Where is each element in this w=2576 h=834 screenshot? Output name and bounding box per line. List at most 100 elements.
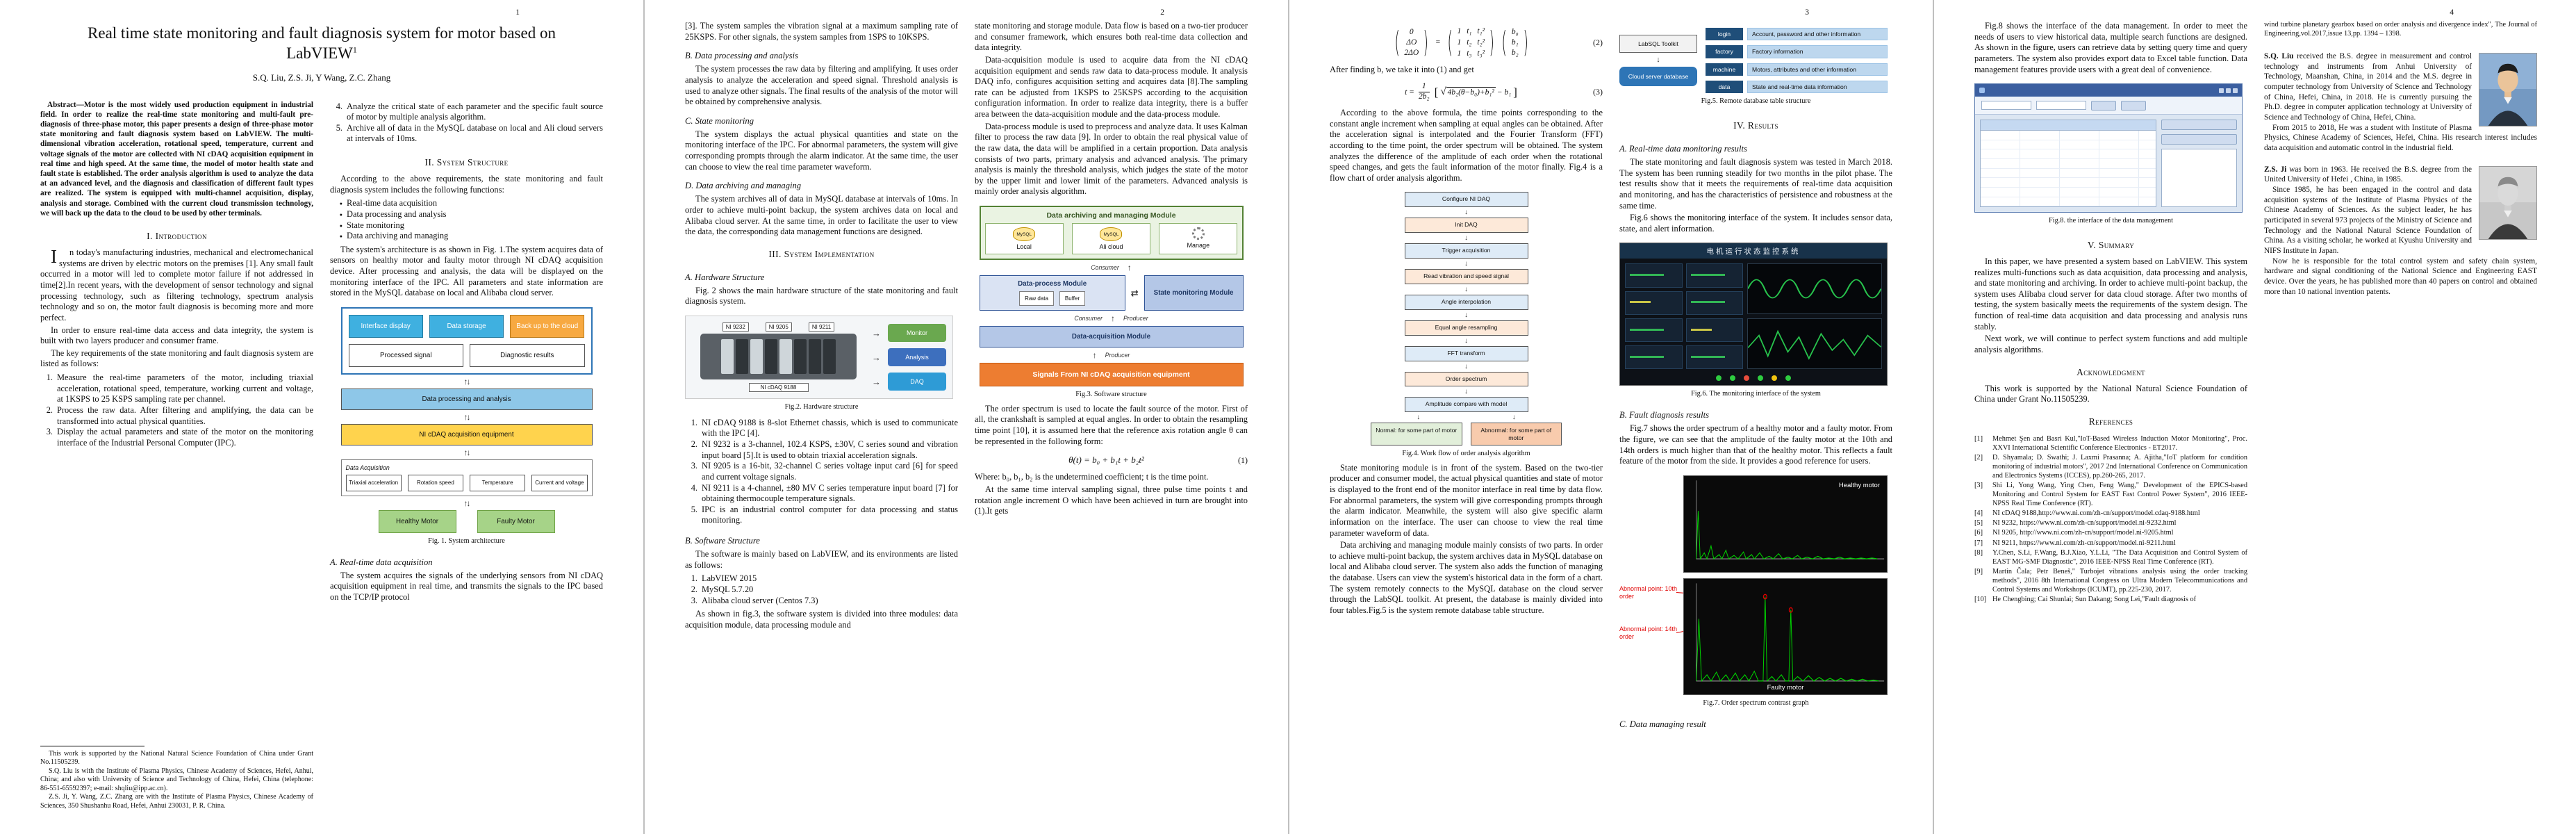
reference-number: [10] [1974,595,1987,603]
paragraph: State monitoring module is in front of t… [1330,462,1603,538]
faulty-spectrum-panel: Faulty motor [1683,578,1888,695]
analysis-box: Analysis [888,348,946,366]
paragraph: The system processes the raw data by fil… [685,64,958,107]
flow-outcomes: Normal: for some part of motor Abnormal:… [1371,423,1562,445]
equation-number: (1) [1238,455,1248,465]
backup-cloud-box: Back up to the cloud [510,314,585,338]
healthy-spectrum-plot [1696,480,1885,560]
side-button [2161,120,2237,131]
references-list: [1]Mehmet Şen and Basri Kul,"IoT-Based W… [1974,434,2247,605]
table-row [1981,188,2156,197]
figure-caption: Fig.6. The monitoring interface of the s… [1691,390,1821,398]
vector-entry: b₂ [1511,48,1519,57]
data-acquisition-module-box: Data-acquisition Module [979,326,1244,348]
paragraph: The state monitoring and fault diagnosis… [1619,157,1892,211]
list-item: 2.NI 9232 is a 3-channel, 102.4 KSPS, ±3… [685,439,958,461]
consumer-label: Consumer [1091,264,1119,271]
list-item: ●State monitoring [330,220,603,231]
radical-sign: √ [1440,85,1446,97]
down-arrow-icon: ↓ [1464,208,1468,217]
module-slot [823,339,836,374]
paragraph: The key requirements of the state monito… [40,348,313,369]
coefficient-vector: b₀ b₁ b₂ [1512,27,1519,58]
module-slot [765,339,777,374]
flow-step: Read vibration and speed signal [1404,269,1528,284]
figure-2-hardware-structure: NI 9232 NI 9205 NI 9211 NI cDAQ 9188 →→→ [685,316,958,412]
down-arrow-icon: ↓ [1464,285,1468,293]
continued-paragraph: [3]. The system samples the vibration si… [685,21,958,42]
tier-labels: Consumer ↑ [980,263,1244,272]
bullet-icon: ● [339,211,342,218]
figure-caption: Fig.8. the interface of the data managem… [2049,217,2173,225]
table-description: Factory information [1747,45,1888,58]
waveform-chart [1747,318,1882,370]
flow-step: Angle interpolation [1404,294,1528,310]
flow-step: Configure NI DAQ [1404,192,1528,208]
parenthesis: ) [1423,24,1429,59]
down-arrow-icon: ↓ [1464,234,1468,243]
module-slot [794,339,807,374]
data-process-module-box: Data-process Module Raw data Buffer [979,275,1125,311]
matrix-entry: t₃ [1467,49,1472,58]
equation-row: t = 1 2b₂ [ √ 4b₂(θ−b₀)+b₁² − b₁ ] (3) [1330,82,1603,102]
footnote-paragraph: S.Q. Liu is with the Institute of Plasma… [40,767,313,792]
sensor-box: Temperature [470,475,526,491]
reference-item: [3]Shi Li, Yong Wang, Ying Chen, Feng Wa… [1974,481,2247,508]
faulty-motor-label: Faulty motor [1767,683,1804,692]
table-name: login [1706,28,1743,41]
status-indicator [1730,375,1735,381]
page-number: 3 [1805,8,1809,17]
side-button [2161,134,2237,145]
down-arrow-icon: ↓ [1464,362,1468,370]
list-item-number: 1. [691,417,697,427]
footnote-paragraph: This work is supported by the National N… [40,749,313,767]
equation: θ(t) = b₀ + b₁t + b₂t²(1) [975,455,1248,466]
figure-caption: Fig.3. Software structure [1075,391,1147,398]
matrix-entry: 1 [1457,49,1462,58]
healthy-motor-box: Healthy Motor [378,509,456,533]
equation-3: t = 1 2b₂ [ √ 4b₂(θ−b₀)+b₁² − b₁ ] (3) [1330,82,1603,102]
page-3: 3 ( 0 ΔO 2ΔO ) = ( 1 t₁ t₁² 1 t₂ t₂² [1289,0,1933,834]
readout-cell [1685,318,1744,343]
flow-step: Amplitude compare with model [1404,397,1528,413]
list-item-text: Display the actual parameters and state … [57,427,313,448]
order-spectrum-figure: Abnormal point: 10th order Abnormal poin… [1619,475,1888,695]
list-item-number: 4. [691,482,697,493]
reference-number: [7] [1974,539,1983,547]
table-description: Account, password and other information [1747,28,1888,41]
title-footnote-marker: 1 [352,44,357,55]
reference-number: [3] [1974,482,1983,490]
side-chart-area [2161,149,2237,208]
equation-lhs: t = [1405,88,1414,97]
reference-item: [6]NI 9205, http://www.ni.com/zh-cn/supp… [1974,528,2247,537]
table-row [1981,178,2156,188]
side-panel [2161,120,2237,208]
fraction: 1 2b₂ [1418,82,1430,102]
column-1: Fig.8 shows the interface of the data ma… [1974,21,2247,810]
time-matrix: 1 t₁ t₁² 1 t₂ t₂² 1 t₃ t₃² [1457,26,1485,59]
paragraph: The system archives all of data in MySQL… [685,194,958,237]
export-excel-button [2121,100,2146,111]
bracket: [ [1434,85,1439,99]
continued-paragraph: wind turbine planetary gearbox based on … [2264,21,2537,38]
page-number: 4 [2450,8,2454,17]
down-arrow-icon: ↓ [1656,56,1660,65]
subsection-heading: C. Data managing result [1619,719,1706,729]
updown-arrow-icon: ↑↓ [463,448,471,458]
subsection-heading: A. Real-time data monitoring results [1619,144,1747,154]
bullet-icon: ● [339,201,342,207]
list-item-number: 3. [691,595,697,605]
reference-item: [8]Y.Chen, S.Li, F.Wang, B.J.Xiao, Y.L.L… [1974,548,2247,566]
flow-step: Trigger acquisition [1404,243,1528,259]
status-indicator [1772,375,1777,381]
list-item-number: 1. [46,373,53,382]
section-heading: I. Introduction [147,231,207,242]
reference-number: [5] [1974,519,1983,528]
table-row [1981,197,2156,207]
reference-text: NI 9232, https://www.ni.com/zh-cn/suppor… [1992,519,2177,528]
window-buttons [2219,88,2238,93]
screenshot-body [1620,259,1887,374]
paragraph: In this paper, we have presented a syste… [1974,256,2247,332]
monitor-box: Monitor [888,324,946,342]
